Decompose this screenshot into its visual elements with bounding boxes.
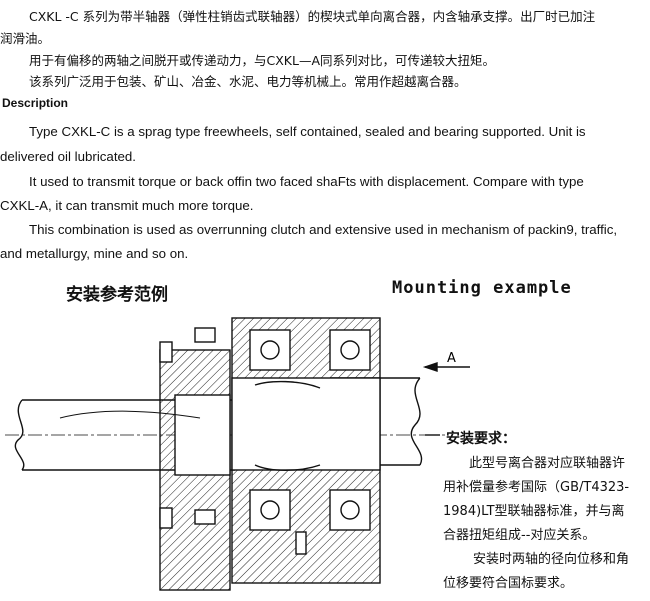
description-line: CXKL-A, it can transmit much more torque…: [0, 198, 254, 213]
description-heading: Description: [2, 96, 69, 110]
description-line: delivered oil lubricated.: [0, 149, 137, 164]
bolts: [159, 327, 307, 555]
description-line: It used to transmit torque or back offin…: [29, 174, 584, 189]
requirements-line: 位移要符合国标要求。: [443, 576, 574, 591]
intro-line: 该系列广泛用于包装、矿山、冶金、水泥、电力等机械上。常用作超越离合器。: [29, 74, 467, 89]
requirements-line: 此型号离合器对应联轴器许: [469, 456, 626, 471]
description-line: and metallurgy, mine and so on.: [0, 246, 189, 261]
requirements-line: 1984)LT型联轴器标准，并与离: [443, 504, 625, 519]
requirements-line: 用补偿量参考国际（GB/T4323-: [443, 480, 630, 495]
description-line: Type CXKL-C is a sprag type freewheels, …: [29, 124, 586, 139]
bearing-top: [249, 329, 371, 371]
requirements-line: 安装时两轴的径向位移和角: [473, 552, 630, 567]
mounting-heading-en: Mounting example: [392, 278, 572, 298]
view-label: A: [447, 351, 456, 366]
intro-line: CXKL -C 系列为带半轴器（弹性柱销齿式联轴器）的楔块式单向离合器，内含轴承…: [29, 9, 596, 24]
mounting-drawing: A: [5, 317, 470, 591]
intro-line: 润滑油。: [0, 31, 51, 46]
requirements-heading: 安装要求：: [446, 431, 516, 447]
description-line: This combination is used as overrunning …: [29, 222, 618, 237]
requirements-line: 合器扭矩组成--对应关系。: [443, 528, 596, 543]
intro-line: 用于有偏移的两轴之间脱开或传递动力，与CXKL—A同系列对比，可传递较大扭矩。: [29, 53, 496, 68]
bearing-bottom: [249, 489, 371, 531]
mounting-heading-cn: 安装参考范例: [66, 285, 168, 305]
